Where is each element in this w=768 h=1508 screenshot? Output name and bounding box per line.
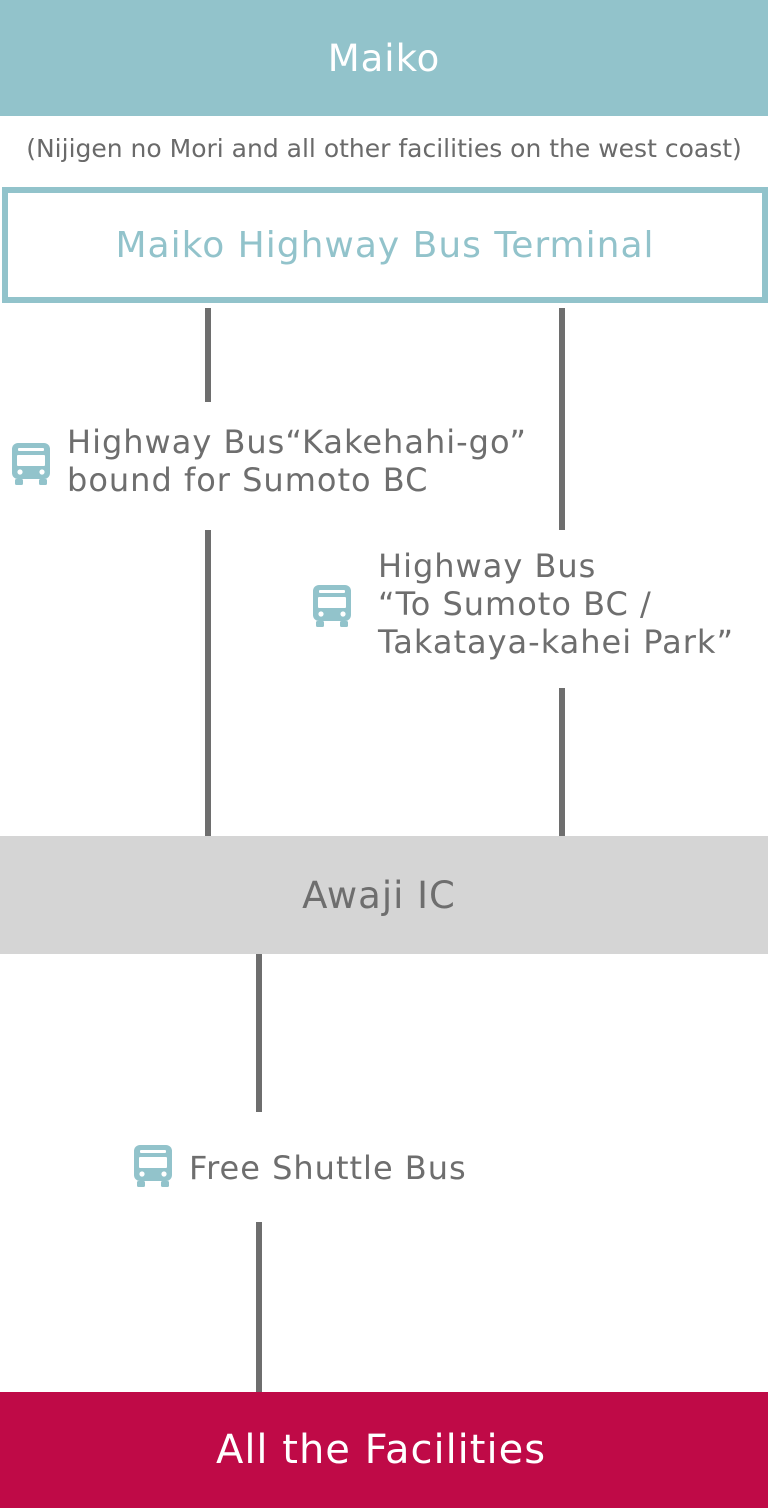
route-sumoto-takataya-label: Highway Bus “To Sumoto BC / Takataya-kah… <box>378 547 734 661</box>
connector-line <box>256 1222 262 1392</box>
origin-title: Maiko <box>327 36 441 80</box>
route-sumoto-takataya <box>311 583 353 633</box>
connector-line <box>256 954 262 1112</box>
connector-line <box>205 308 211 402</box>
destination-label: All the Facilities <box>215 1427 547 1473</box>
connector-line <box>205 530 211 836</box>
route-kakehahi-line1: Highway Bus“Kakehahi-go” <box>67 423 527 461</box>
route-sumoto-takataya-line1: Highway Bus <box>378 547 597 585</box>
origin-subtitle: (Nijigen no Mori and all other facilitie… <box>26 134 742 163</box>
transfer-awaji-ic: Awaji IC <box>0 836 768 954</box>
connector-line <box>559 688 565 836</box>
route-kakehahi-line2: bound for Sumoto BC <box>67 461 429 499</box>
route-shuttle <box>132 1143 174 1193</box>
route-kakehahi <box>10 441 52 491</box>
terminal-label: Maiko Highway Bus Terminal <box>115 224 655 266</box>
bus-icon <box>134 1145 172 1187</box>
route-sumoto-takataya-line2: “To Sumoto BC / <box>378 585 652 623</box>
bus-icon <box>313 585 351 627</box>
bus-icon <box>12 443 50 485</box>
terminal-box: Maiko Highway Bus Terminal <box>2 187 768 303</box>
origin-header: Maiko <box>0 0 768 116</box>
route-sumoto-takataya-line3: Takataya-kahei Park” <box>378 623 735 661</box>
destination-facilities: All the Facilities <box>0 1392 768 1508</box>
transfer-label: Awaji IC <box>302 873 456 917</box>
route-shuttle-label: Free Shuttle Bus <box>189 1149 467 1187</box>
connector-line <box>559 308 565 530</box>
route-kakehahi-label: Highway Bus“Kakehahi-go” bound for Sumot… <box>67 423 527 499</box>
